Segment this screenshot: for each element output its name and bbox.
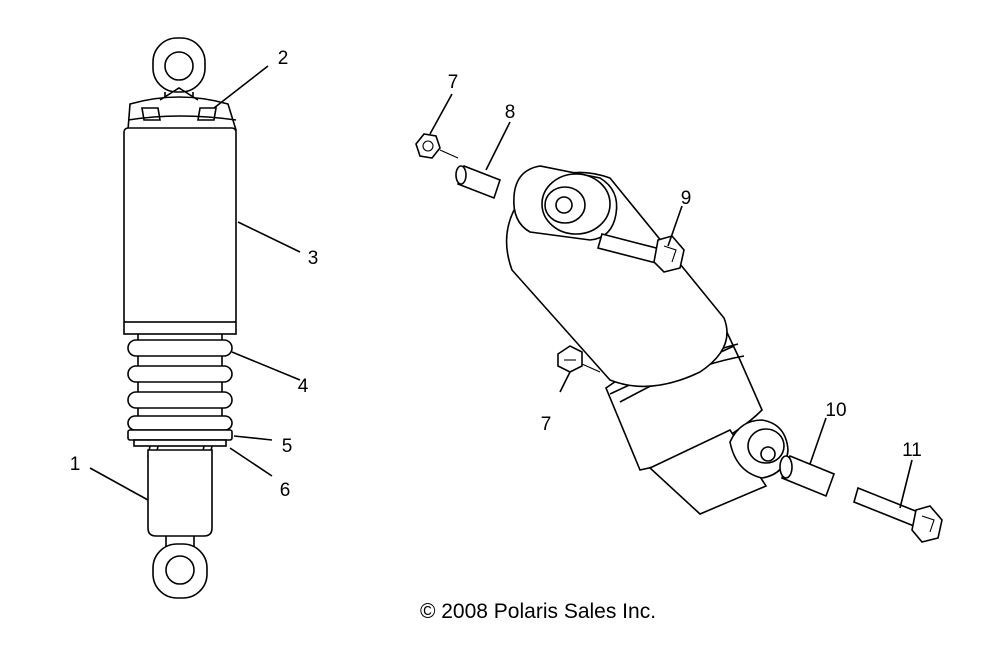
callout-5: 5 <box>282 436 293 457</box>
callout-9: 9 <box>681 188 692 209</box>
callout-7-mid: 7 <box>541 414 552 435</box>
lower-body <box>147 449 213 537</box>
callout-10: 10 <box>825 400 846 421</box>
bottom-eyelet <box>152 536 208 599</box>
bolt-top <box>597 233 685 273</box>
shock-body <box>123 127 237 335</box>
upper-spring-retainer <box>127 87 238 131</box>
callout-6: 6 <box>280 480 291 501</box>
callout-4: 4 <box>298 376 309 397</box>
copyright-notice: © 2008 Polaris Sales Inc. <box>420 600 656 623</box>
callout-7-top: 7 <box>448 72 459 93</box>
leader-lines <box>89 65 913 509</box>
spring <box>127 334 233 431</box>
bolt-bottom <box>853 486 943 543</box>
spacer-bottom <box>779 454 836 498</box>
top-eyelet <box>152 37 206 100</box>
lower-spring-retainer <box>127 429 233 457</box>
spacer-top <box>455 164 501 200</box>
shock-absorber-exploded <box>505 165 789 515</box>
shock-absorber-assembled <box>123 37 238 599</box>
nut-top <box>415 133 459 159</box>
callout-1: 1 <box>70 454 81 475</box>
callout-2: 2 <box>278 48 289 69</box>
nut-mid <box>557 345 601 373</box>
callout-11: 11 <box>902 440 922 461</box>
callout-3: 3 <box>308 248 319 269</box>
callout-8: 8 <box>505 102 516 123</box>
